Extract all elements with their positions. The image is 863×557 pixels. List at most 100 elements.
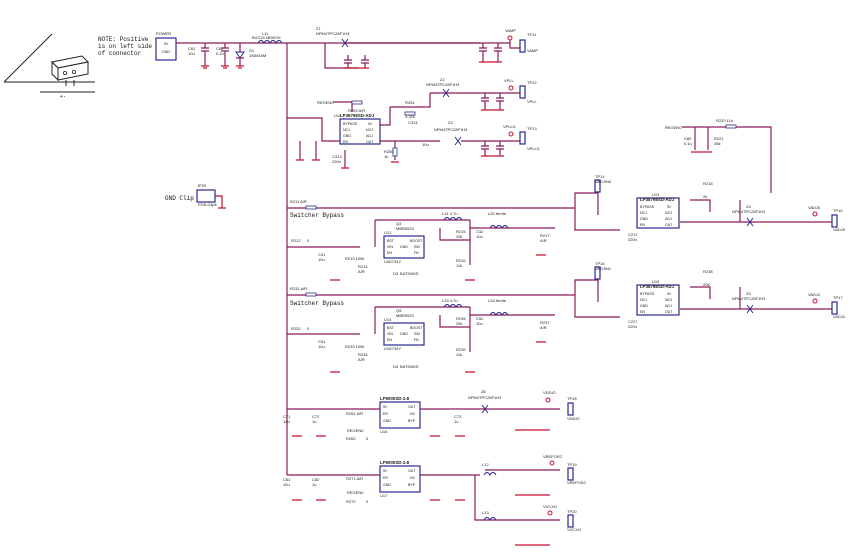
tp13-ref: TP13 (527, 126, 537, 131)
c81-value: 10u (283, 482, 290, 487)
r220-label: R220 11k (716, 118, 733, 123)
u11-regen: REGEN0 (317, 100, 334, 105)
r253-label: R253 A/R (348, 108, 365, 113)
u13-pin-in: IN (667, 205, 671, 209)
vvcxo-label: VVCXO (543, 504, 557, 509)
vddio-rail-marker (545, 397, 551, 403)
l34-label: L34 ferrite (488, 298, 507, 303)
power-pin-5v: 5V (164, 42, 169, 46)
u16-pin-en: EN (383, 412, 388, 416)
l32-coil (489, 225, 509, 229)
r256-ref: R256 (384, 149, 394, 154)
tp14-net: VADJIN0 (595, 179, 612, 184)
tp17 (831, 301, 838, 315)
switcher-0 (287, 192, 790, 265)
u17-wire (287, 474, 560, 521)
r271-label: R271 A/R (346, 476, 363, 481)
q5-ref: Q5 (396, 308, 402, 313)
u16-pin-out: OUT (408, 405, 416, 409)
c73-value: 1u (454, 419, 458, 424)
u17-ref: U17 (380, 493, 388, 498)
r236-ref: R236 (456, 347, 466, 352)
vamp-caps (344, 43, 502, 69)
r261-label: R261 A/R (346, 411, 363, 416)
r216-value: 11k (456, 263, 462, 268)
tp12-net: VPLL (527, 99, 538, 104)
r213-label: R213 100k (345, 256, 364, 261)
l12-label: L12 (482, 462, 489, 467)
note-line-1: NOTE: Positive (98, 36, 149, 43)
power-connector (155, 37, 177, 61)
u15-ref: U15 (652, 279, 660, 284)
u11-pin-en: EN (343, 140, 348, 144)
r272-value: 0 (366, 499, 369, 504)
vadj-ctrl-drops (694, 127, 709, 150)
u14-ref: U14 (384, 317, 392, 322)
u16-pin-in: IN (383, 405, 387, 409)
vadj1-label: VADJ1 (808, 292, 821, 297)
tp16 (594, 266, 601, 280)
c32-ref: C32 (476, 229, 484, 234)
c32-value: 10u (476, 234, 483, 239)
u14-pin-boost: BOOST (410, 326, 423, 330)
c82-ref: C82 (312, 477, 320, 482)
u11-wires (287, 93, 440, 142)
u11-pin-nc2: NC2 (366, 128, 373, 132)
u12-pin-bst: BST (387, 239, 395, 243)
inductor-l11 (257, 40, 283, 44)
tp11-net: VAMP (527, 48, 538, 53)
u11-pin-out: OUT (366, 140, 374, 144)
c217-value: 220n (628, 237, 637, 242)
c61-ref: C61 (188, 46, 196, 51)
switcher0-gnds (330, 254, 546, 281)
z2-ref: Z2 (440, 77, 445, 82)
c313-value: 220n (332, 159, 341, 164)
r236-value: 11k (456, 352, 462, 357)
r233-label: R233 100k (345, 344, 364, 349)
ldo-u11 (339, 118, 381, 145)
vadj1-rail-marker (812, 298, 818, 304)
r231-label: R231 A/R (290, 286, 307, 291)
u12-part: LM2734Y (384, 259, 401, 264)
l34-coil (489, 312, 509, 316)
r272-ref: R272 (346, 499, 356, 504)
u13-part: LP38798SD-ADJ (640, 197, 675, 202)
power-ref: POWER (156, 31, 171, 36)
l31-label: L31 4.7u (442, 211, 458, 216)
gnd-clip-ref: JP25 (197, 183, 207, 188)
u15-pin-out: OUT (665, 310, 673, 314)
tp12-ref: TP12 (527, 80, 537, 85)
switcher-1 (287, 279, 790, 352)
d4-value: BAT54WS (400, 364, 419, 369)
vamp-label: VAMP (505, 28, 516, 33)
tp20-ref: TP20 (567, 509, 577, 514)
u14-pin-fb: FB (414, 338, 419, 342)
d4-ref: D4 (393, 364, 399, 369)
vpll-caps (481, 93, 504, 110)
vplld-caps (481, 141, 504, 156)
tp15 (831, 214, 838, 228)
u11-gnds (296, 159, 399, 169)
u17-pin-gnd: GND (383, 483, 391, 487)
l32-label: L32 ferrite (488, 211, 507, 216)
gnd-clip-gnd (215, 195, 226, 209)
l33-label: L33 4.7u (442, 298, 458, 303)
l13-label: L13 (482, 510, 489, 515)
u11-pin-gnd: GND (343, 134, 351, 138)
u17-gnds (292, 494, 550, 546)
d1-ref: D1 (249, 48, 255, 53)
z1-ref: Z1 (316, 26, 321, 31)
l13-coil (483, 517, 497, 521)
tp17-ref: TP17 (833, 295, 843, 300)
r232-ref: R232 (291, 326, 301, 331)
z4-ref: Z4 (746, 204, 751, 209)
u14-part: LM2734Y (384, 346, 401, 351)
r220 (725, 124, 737, 129)
power-pin-gnd: GND (162, 50, 170, 54)
u11-pin-in: IN (368, 122, 372, 126)
r254 (404, 111, 416, 116)
u13-pin-gnd: GND (640, 217, 648, 221)
note-line-3: of connector (98, 50, 142, 57)
c72-value: 1u (312, 419, 316, 424)
c80-value: 0.1u (684, 141, 692, 146)
